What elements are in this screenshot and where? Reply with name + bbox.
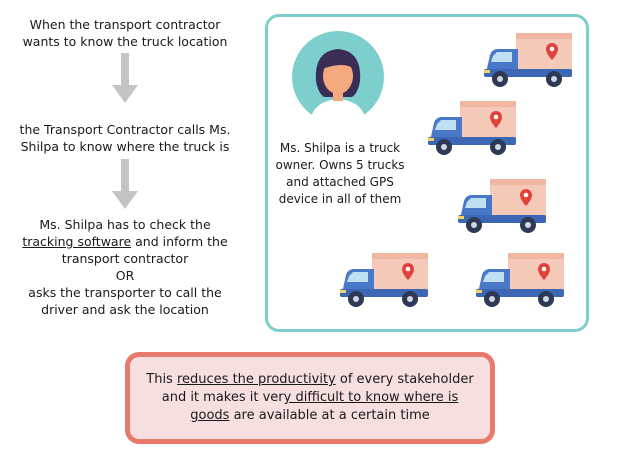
flow-step-3-line2-rest: and inform the <box>131 234 228 249</box>
callout-underlined-difficult: y difficult to know where is <box>283 390 459 405</box>
flow-step-3: Ms. Shilpa has to check the tracking sof… <box>10 216 240 318</box>
callout-part-3: of every stakeholder <box>335 372 474 387</box>
flow-step-2: the Transport Contractor calls Ms. Shilp… <box>10 121 240 155</box>
truck-icon <box>426 97 518 159</box>
flow-step-2-line2: Shilpa to know where the truck is <box>20 139 230 154</box>
productivity-callout: This reduces the productivity of every s… <box>125 352 495 444</box>
avatar <box>292 31 384 123</box>
owner-line1: Ms. Shilpa is a truck <box>279 141 401 155</box>
callout-part-4: and it makes it ver <box>161 390 284 405</box>
flow-step-2-line1: the Transport Contractor calls Ms. <box>19 122 231 137</box>
flow-step-1-line2: wants to know the truck location <box>22 34 228 49</box>
flow-step-3-line5: asks the transporter to call the <box>28 285 222 300</box>
tracking-software-link: tracking software <box>22 234 132 249</box>
truck-icon <box>338 249 430 311</box>
callout-underlined-goods: goods <box>190 408 230 423</box>
callout-text: This reduces the productivity of every s… <box>140 371 480 425</box>
callout-underlined-productivity: reduces the productivity <box>176 372 336 387</box>
flow-step-3-line3: transport contractor <box>61 251 189 266</box>
truck-icon <box>474 249 566 311</box>
flow-step-3-line4: OR <box>115 268 135 283</box>
flow-step-3-line6: driver and ask the location <box>41 302 209 317</box>
callout-part-1: This <box>146 372 177 387</box>
truck-icon <box>482 29 574 91</box>
owner-line2: owner. Owns 5 trucks <box>275 158 405 172</box>
callout-part-7: are available at a certain time <box>229 408 430 423</box>
truck-icon <box>456 175 548 237</box>
flow-step-1-line1: When the transport contractor <box>29 17 221 32</box>
owner-line3: and attached GPS <box>286 175 394 189</box>
flow-step-3-line2: tracking software and inform the <box>10 233 240 250</box>
flow-step-3-line1: Ms. Shilpa has to check the <box>39 217 211 232</box>
owner-panel: Ms. Shilpa is a truck owner. Owns 5 truc… <box>265 14 589 332</box>
down-arrow-icon <box>112 159 138 211</box>
owner-description: Ms. Shilpa is a truck owner. Owns 5 truc… <box>274 140 406 208</box>
flow-step-1: When the transport contractor wants to k… <box>10 16 240 50</box>
owner-line4: device in all of them <box>278 192 402 206</box>
down-arrow-icon <box>112 53 138 105</box>
